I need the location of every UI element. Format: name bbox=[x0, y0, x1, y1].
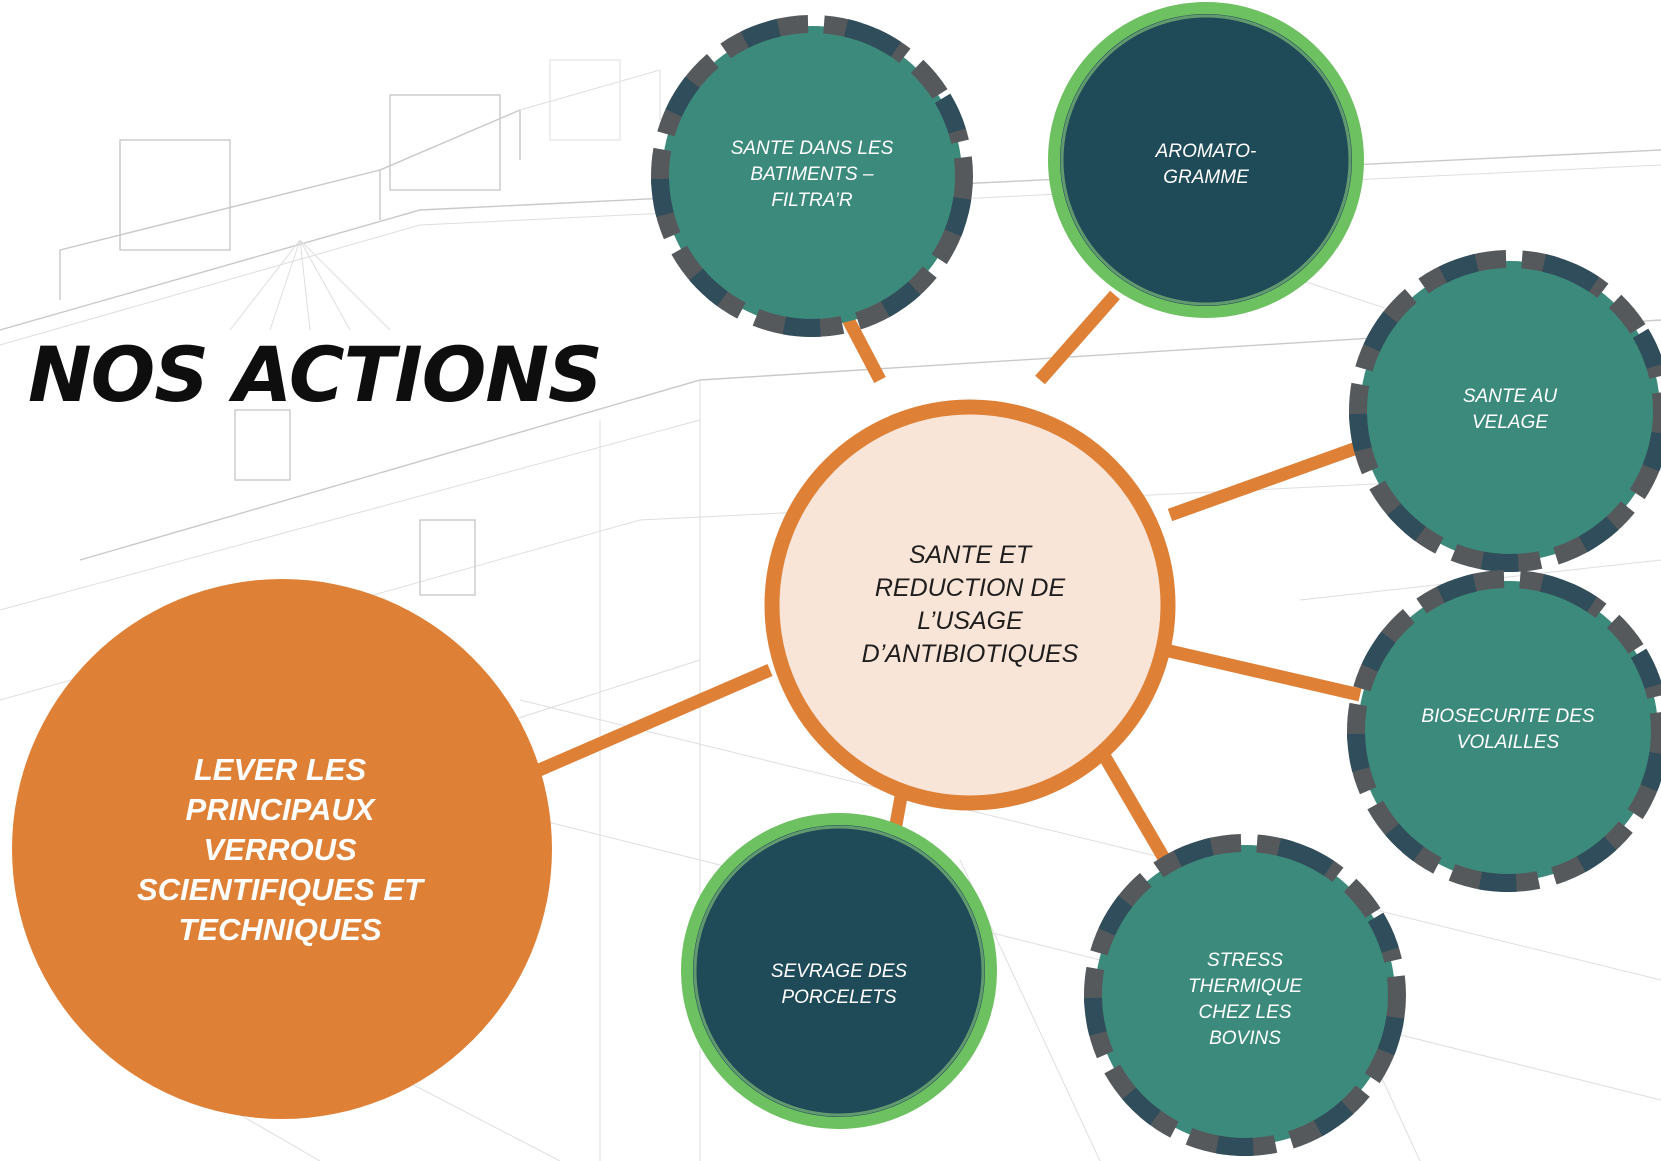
satellite-filtrar bbox=[651, 15, 973, 337]
satellite-volailles bbox=[1347, 570, 1661, 892]
main-node bbox=[12, 579, 552, 1119]
hub-node-label: SANTE ET REDUCTION DE L’USAGE D’ANTIBIOT… bbox=[861, 541, 1079, 668]
satellite-velage bbox=[1349, 250, 1661, 572]
connectors bbox=[467, 281, 1368, 864]
satellite-porcelets bbox=[681, 813, 997, 1129]
connector-velage bbox=[1167, 438, 1368, 522]
satellite-label-filtrar: SANTE DANS LES BATIMENTS – FILTRA’R bbox=[730, 138, 894, 211]
satellite-bovins bbox=[1084, 833, 1406, 1156]
connector-bovins bbox=[1089, 736, 1171, 864]
connector-volailles bbox=[1163, 643, 1362, 702]
hub-node bbox=[764, 399, 1176, 811]
satellite-label-aromatogramme: AROMATO-GRAMME bbox=[1155, 141, 1257, 188]
page-title: NOS ACTIONS bbox=[28, 330, 603, 419]
satellite-label-volailles: BIOSECURITE DES VOLAILLES bbox=[1421, 706, 1595, 753]
connector-aromatogramme bbox=[1035, 290, 1120, 385]
satellite-aromatogramme bbox=[1048, 2, 1364, 318]
satellite-label-bovins: STRESS THERMIQUE CHEZ LES BOVINS bbox=[1188, 950, 1302, 1049]
satellite-label-porcelets: SEVRAGE DES PORCELETS bbox=[770, 961, 908, 1008]
satellite-label-velage: SANTE AU VELAGE bbox=[1462, 386, 1558, 433]
main-node-label: LEVER LES PRINCIPAUX VERROUS SCIENTIFIQU… bbox=[137, 752, 423, 947]
